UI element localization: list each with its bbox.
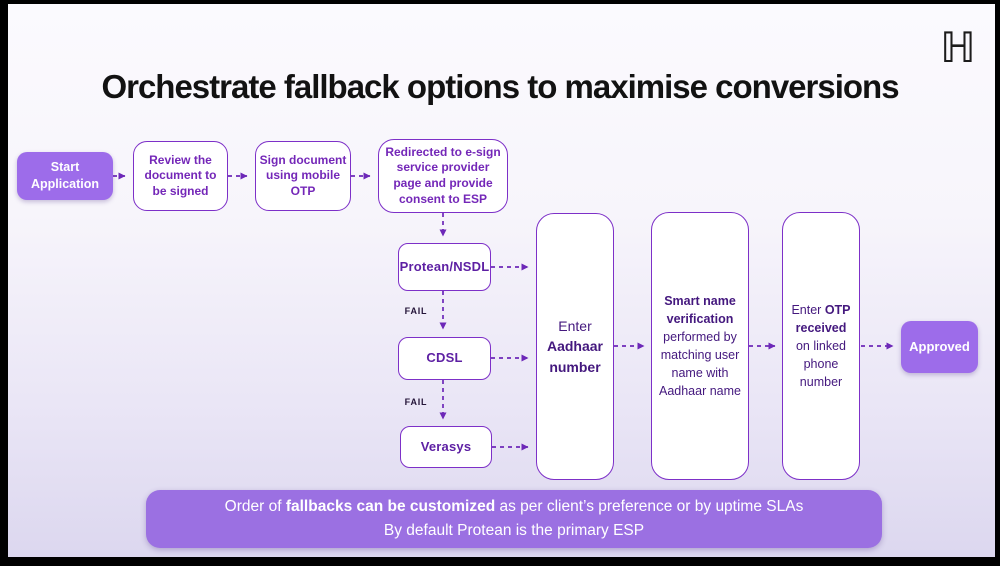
flow-node-protean-nsdl-label: Protean/NSDL xyxy=(399,258,490,274)
otp-pre-text: Enter xyxy=(791,302,825,317)
footnote-banner: Order of fallbacks can be customized as … xyxy=(146,490,882,548)
flow-node-smart-verification-label: Smart name verification performed by mat… xyxy=(657,292,743,401)
flow-node-enter-otp: Enter OTP received on linked phone numbe… xyxy=(782,212,860,480)
flow-node-cdsl-label: CDSL xyxy=(426,350,463,366)
fail-label-1: FAIL xyxy=(404,306,428,316)
flow-node-redirect-label: Redirected to e-sign service provider pa… xyxy=(385,144,501,206)
flow-node-start-label: Start Application xyxy=(30,160,100,191)
flow-node-verasys-label: Verasys xyxy=(420,438,472,454)
flow-node-start: Start Application xyxy=(17,152,113,200)
banner-line1-pre: Order of xyxy=(224,497,286,515)
banner-line2: By default Protean is the primary ESP xyxy=(383,522,645,539)
fail-label-2: FAIL xyxy=(404,397,428,407)
flow-node-enter-otp-label: Enter OTP received on linked phone numbe… xyxy=(788,301,854,392)
banner-line1-post: as per client’s preference or by uptime … xyxy=(495,497,804,515)
flow-node-smart-verification: Smart name verification performed by mat… xyxy=(651,212,749,480)
aadhaar-line-pre: Enter xyxy=(558,318,592,335)
flow-node-enter-aadhaar: Enter Aadhaar number xyxy=(536,213,614,480)
flow-node-review-label: Review the document to be signed xyxy=(144,152,217,198)
banner-line1-bold: fallbacks can be customized xyxy=(285,497,496,515)
flow-node-redirect: Redirected to e-sign service provider pa… xyxy=(378,139,508,213)
flow-node-sign-label: Sign document using mobile OTP xyxy=(259,152,347,198)
slide-title: Orchestrate fallback options to maximise… xyxy=(101,68,899,105)
smart-bold-text: Smart name verification xyxy=(664,293,736,326)
otp-bold-text: OTP received xyxy=(795,302,851,335)
flow-node-review: Review the document to be signed xyxy=(133,141,228,211)
aadhaar-line-bold2: number xyxy=(549,358,601,375)
flow-node-enter-aadhaar-label: Enter Aadhaar number xyxy=(547,316,603,377)
brand-logo-icon: ℍ xyxy=(940,23,976,72)
flow-node-cdsl: CDSL xyxy=(398,337,491,380)
flow-node-verasys: Verasys xyxy=(400,426,492,468)
aadhaar-line-bold1: Aadhaar xyxy=(546,338,604,355)
flow-node-approved: Approved xyxy=(901,321,978,373)
flow-node-approved-label: Approved xyxy=(909,339,970,355)
smart-rest-text: performed by matching user name with Aad… xyxy=(658,329,741,399)
banner-line1: Order of fallbacks can be customized as … xyxy=(225,495,804,519)
otp-post-text: on linked phone number xyxy=(795,338,847,390)
flow-node-sign: Sign document using mobile OTP xyxy=(255,141,351,211)
flow-node-protean-nsdl: Protean/NSDL xyxy=(398,243,491,291)
